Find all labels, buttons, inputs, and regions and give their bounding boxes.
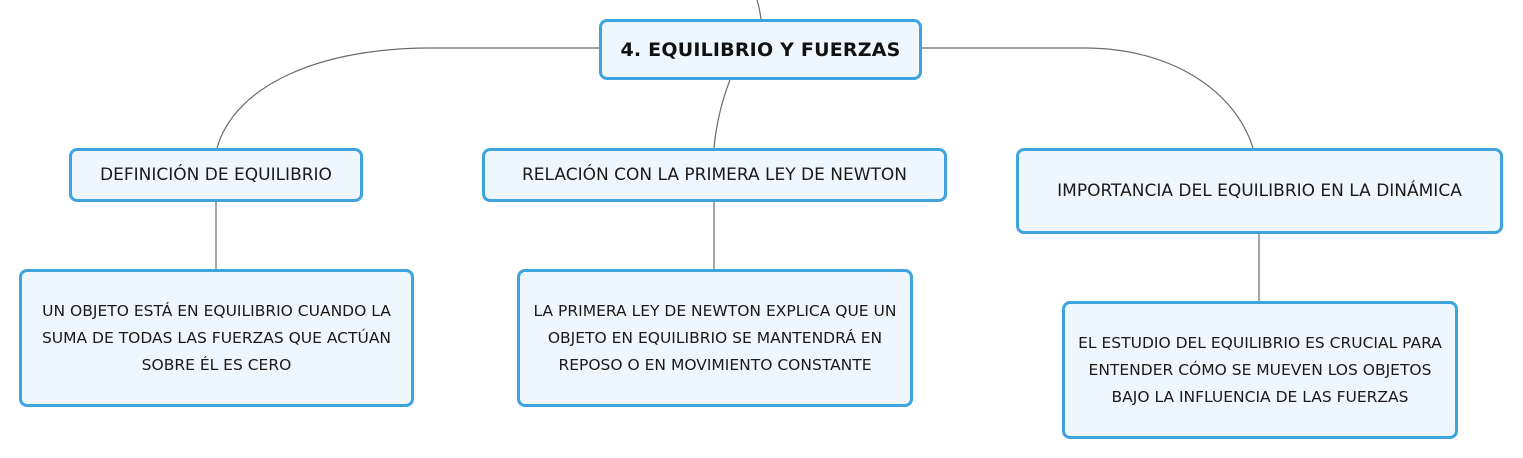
detail-text-definicion: UN OBJETO ESTÁ EN EQUILIBRIO CUANDO LA S… bbox=[41, 301, 392, 374]
topic-label-importancia: IMPORTANCIA DEL EQUILIBRIO EN LA DINÁMIC… bbox=[1057, 181, 1462, 201]
topic-node-definicion[interactable]: DEFINICIÓN DE EQUILIBRIO bbox=[69, 148, 363, 202]
central-topic-node[interactable]: 4. EQUILIBRIO Y FUERZAS bbox=[599, 19, 922, 80]
connector-root-to-importancia bbox=[922, 47, 1254, 149]
connector-root-to-definicion bbox=[216, 47, 599, 149]
detail-text-relacion-newton: LA PRIMERA LEY DE NEWTON EXPLICA QUE UN … bbox=[533, 301, 897, 374]
topic-label-relacion-newton: RELACIÓN CON LA PRIMERA LEY DE NEWTON bbox=[521, 165, 908, 185]
detail-node-importancia[interactable]: EL ESTUDIO DEL EQUILIBRIO ES CRUCIAL PAR… bbox=[1062, 301, 1458, 439]
detail-node-definicion[interactable]: UN OBJETO ESTÁ EN EQUILIBRIO CUANDO LA S… bbox=[19, 269, 414, 407]
detail-text-importancia: EL ESTUDIO DEL EQUILIBRIO ES CRUCIAL PAR… bbox=[1078, 333, 1442, 406]
topic-node-relacion-newton[interactable]: RELACIÓN CON LA PRIMERA LEY DE NEWTON bbox=[482, 148, 947, 202]
detail-node-relacion-newton[interactable]: LA PRIMERA LEY DE NEWTON EXPLICA QUE UN … bbox=[517, 269, 913, 407]
connector-root-to-relacion bbox=[713, 79, 731, 149]
topic-node-importancia[interactable]: IMPORTANCIA DEL EQUILIBRIO EN LA DINÁMIC… bbox=[1016, 148, 1503, 234]
central-topic-label: 4. EQUILIBRIO Y FUERZAS bbox=[620, 38, 901, 61]
connector-parent-to-root bbox=[756, 0, 762, 20]
topic-label-definicion: DEFINICIÓN DE EQUILIBRIO bbox=[100, 165, 332, 185]
